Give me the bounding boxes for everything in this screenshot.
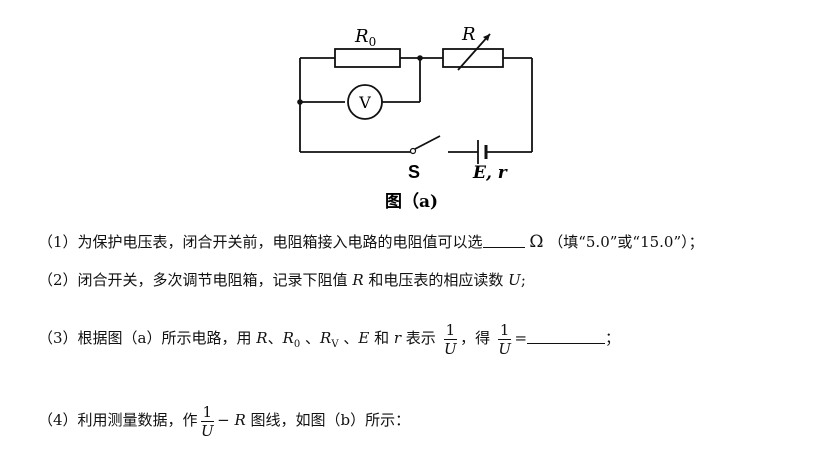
question-1: （1）为保护电压表，闭合开关前，电阻箱接入电路的电阻值可以选 Ω （填“5.0”… bbox=[38, 232, 704, 252]
q3-text-2: 表示 bbox=[401, 329, 436, 347]
q3-var-r: R bbox=[256, 329, 268, 347]
q3-var-r0: R0 bbox=[282, 329, 301, 350]
q4-var-r: R bbox=[234, 411, 246, 429]
q3-var-e: E bbox=[358, 329, 370, 347]
junction-dot bbox=[297, 99, 303, 105]
q3-answer-blank[interactable] bbox=[527, 329, 606, 344]
q2-text: （2）闭合开关，多次调节电阻箱，记录下阻值 bbox=[38, 271, 353, 289]
rheostat-arrowhead bbox=[483, 34, 490, 41]
q2-end: ; bbox=[520, 271, 526, 289]
switch-blade bbox=[414, 135, 441, 150]
q4-text: （4）利用测量数据，作 bbox=[38, 411, 198, 429]
question-2: （2）闭合开关，多次调节电阻箱，记录下阻值 R 和电压表的相应读数 U; bbox=[38, 270, 526, 290]
q1-text: （1）为保护电压表，闭合开关前，电阻箱接入电路的电阻值可以选 bbox=[38, 233, 483, 251]
label-r: R bbox=[461, 24, 476, 45]
q3-var-rv: RV bbox=[320, 329, 339, 350]
label-r0: R0 bbox=[354, 26, 376, 49]
q3-sep: 、 bbox=[267, 329, 283, 347]
circuit-diagram: R0 R V S E, r 图（a) bbox=[297, 24, 533, 212]
q1-answer-blank[interactable] bbox=[482, 233, 525, 248]
q3-var-r-internal: r bbox=[393, 329, 402, 347]
q2-text-2: 和电压表的相应读数 bbox=[363, 271, 509, 289]
q3-text: （3）根据图（a）所示电路，用 bbox=[38, 329, 257, 347]
q3-end: ； bbox=[605, 329, 621, 347]
battery-label: E, r bbox=[472, 163, 508, 183]
resistor-r0 bbox=[334, 48, 401, 68]
q4-minus: − bbox=[217, 411, 235, 429]
q2-var-r: R bbox=[352, 271, 364, 289]
figure-caption: 图（a) bbox=[385, 191, 438, 212]
q4-text-2: 图线，如图（b）所示： bbox=[245, 411, 411, 429]
voltmeter-label: V bbox=[358, 93, 371, 112]
rheostat-arrow bbox=[457, 33, 491, 71]
switch-contact bbox=[409, 147, 417, 155]
q1-unit: Ω bbox=[529, 232, 544, 252]
q3-sep: 、 bbox=[300, 329, 321, 347]
junction-dot bbox=[417, 55, 423, 61]
q3-sep: 、 bbox=[338, 329, 359, 347]
q3-text-3: ，得 bbox=[460, 329, 491, 347]
rheostat-r bbox=[442, 48, 504, 68]
switch-label: S bbox=[408, 162, 420, 182]
q2-var-u: U bbox=[508, 271, 521, 289]
q1-suffix: （填“5.0”或“15.0”）； bbox=[548, 233, 704, 251]
q3-equals: = bbox=[514, 329, 528, 347]
q3-and: 和 bbox=[369, 329, 394, 347]
